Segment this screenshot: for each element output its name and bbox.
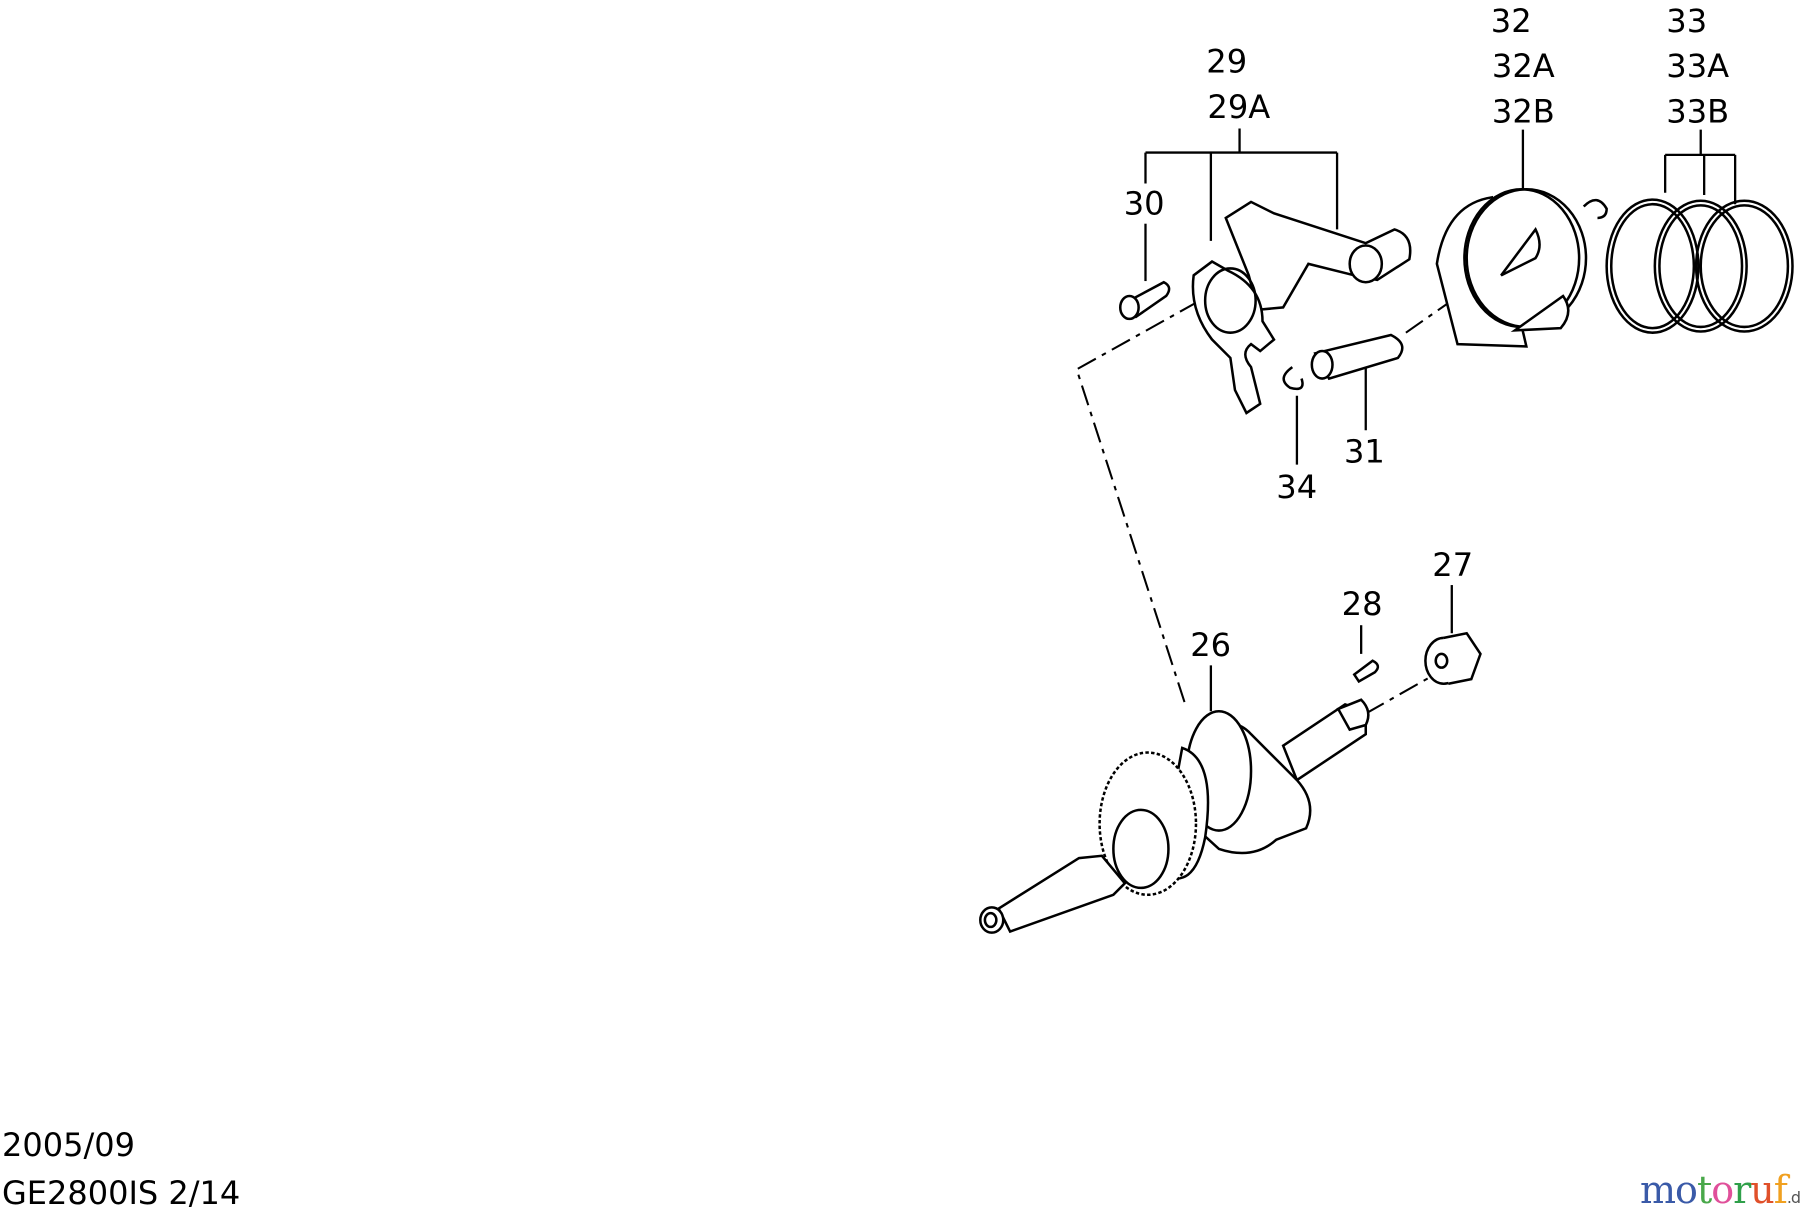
callout-34: 34: [1276, 468, 1317, 506]
callout-28: 28: [1342, 585, 1383, 623]
circlip: [1282, 366, 1304, 391]
callout-33: 33: [1666, 2, 1707, 40]
logo-letter: o: [1675, 1168, 1698, 1212]
piston-rings: [1605, 198, 1794, 334]
piston-pin: [1310, 333, 1404, 381]
logo-letter: r: [1733, 1168, 1751, 1212]
woodruff-key: [1352, 659, 1380, 684]
callout-29: 29: [1206, 42, 1247, 80]
model-page-label: GE2800IS 2/14: [2, 1174, 241, 1212]
logo-wordmark: motoruf: [1640, 1168, 1788, 1212]
logo-letter: f: [1773, 1168, 1788, 1212]
callout-30: 30: [1124, 185, 1165, 223]
callout-32: 32: [1491, 2, 1532, 40]
flange-nut: [1424, 631, 1482, 685]
callout-26: 26: [1190, 626, 1231, 664]
logo-suffix: .de: [1786, 1188, 1800, 1207]
crankshaft: [979, 698, 1370, 934]
piston: [1435, 188, 1608, 348]
callout-31: 31: [1344, 432, 1385, 470]
connecting-rod: [1191, 200, 1412, 415]
assembly-dashed-lines: [1075, 291, 1464, 715]
callout-27: 27: [1432, 546, 1473, 584]
logo-letter: o: [1711, 1168, 1734, 1212]
callout-labels: 29 29A 32 32A 32B 33 33A 33B 30 31 34 27…: [1124, 2, 1730, 664]
callout-32b: 32B: [1492, 93, 1555, 131]
diagram-date: 2005/09: [2, 1126, 135, 1164]
bolt: [1118, 280, 1171, 321]
callout-33b: 33B: [1666, 93, 1729, 131]
logo-letter: t: [1696, 1168, 1712, 1212]
logo-letter: m: [1640, 1168, 1676, 1212]
callout-29a: 29A: [1207, 88, 1270, 126]
motoruf-logo: motoruf.de: [1640, 1168, 1800, 1212]
callout-33a: 33A: [1666, 47, 1729, 85]
logo-letter: u: [1750, 1168, 1775, 1212]
callout-32a: 32A: [1492, 47, 1555, 85]
